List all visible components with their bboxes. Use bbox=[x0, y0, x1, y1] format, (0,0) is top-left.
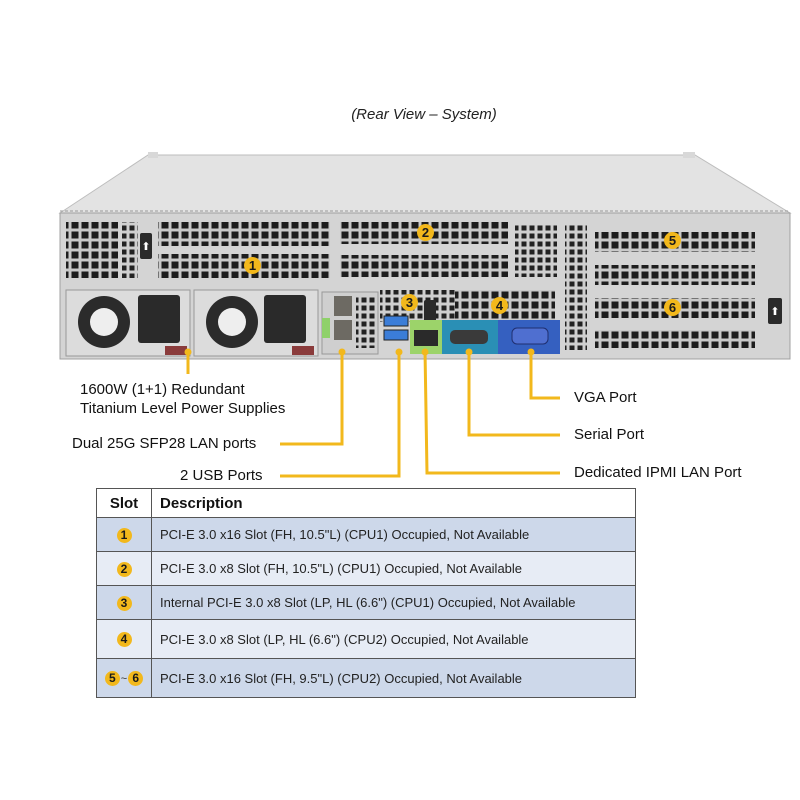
column-header-slot: Slot bbox=[96, 488, 152, 518]
sfp28-card bbox=[321, 291, 379, 355]
callout-line-sfp bbox=[280, 352, 344, 446]
table-row: 1 PCI-E 3.0 x16 Slot (FH, 10.5"L) (CPU1)… bbox=[96, 517, 636, 552]
callout-line-vga bbox=[529, 352, 560, 400]
sfp28-port-1[interactable] bbox=[334, 296, 352, 316]
callout-line-ipmi bbox=[423, 349, 560, 475]
table-row: 3 Internal PCI-E 3.0 x8 Slot (LP, HL (6.… bbox=[96, 585, 636, 620]
riser-latch-right[interactable] bbox=[768, 298, 782, 324]
slot-description: PCI-E 3.0 x8 Slot (LP, HL (6.6") (CPU2) … bbox=[151, 619, 636, 659]
callout-sfp: Dual 25G SFP28 LAN ports bbox=[72, 435, 257, 452]
diagram-caption: (Rear View – System) bbox=[351, 106, 497, 123]
ac-inlet-2 bbox=[264, 295, 306, 343]
callout-serial: Serial Port bbox=[574, 426, 645, 443]
serial-port[interactable] bbox=[450, 330, 488, 344]
slot-badge: 2 bbox=[116, 561, 132, 577]
svg-text:⬆: ⬆ bbox=[141, 241, 150, 253]
column-header-description: Description bbox=[151, 488, 636, 518]
svg-text:⬆: ⬆ bbox=[770, 306, 779, 318]
usb-port-2[interactable] bbox=[383, 329, 409, 341]
slot-description: PCI-E 3.0 x16 Slot (FH, 10.5"L) (CPU1) O… bbox=[151, 517, 636, 552]
vga-port[interactable] bbox=[511, 327, 549, 345]
table-header-row: Slot Description bbox=[96, 488, 636, 518]
usb-port-1[interactable] bbox=[383, 315, 409, 327]
slot-description: Internal PCI-E 3.0 x8 Slot (LP, HL (6.6"… bbox=[151, 585, 636, 620]
slot-badge: 4 bbox=[116, 632, 132, 647]
callout-power-line1: 1600W (1+1) Redundant bbox=[80, 381, 245, 398]
slot-range-separator: ~ bbox=[120, 673, 128, 685]
callout-power-line2: Titanium Level Power Supplies bbox=[80, 400, 286, 417]
callout-vga: VGA Port bbox=[574, 389, 637, 406]
table-row: 5~6 PCI-E 3.0 x16 Slot (FH, 9.5"L) (CPU2… bbox=[96, 658, 636, 698]
power-supply-1 bbox=[65, 289, 191, 357]
slot-marker-5: 5 bbox=[664, 232, 681, 249]
slot-description: PCI-E 3.0 x8 Slot (FH, 10.5"L) (CPU1) Oc… bbox=[151, 551, 636, 586]
psu-release-tab-1[interactable] bbox=[165, 346, 187, 355]
callout-ipmi: Dedicated IPMI LAN Port bbox=[574, 464, 742, 481]
slot-badge: 1 bbox=[116, 527, 132, 543]
table-row: 4 PCI-E 3.0 x8 Slot (LP, HL (6.6") (CPU2… bbox=[96, 619, 636, 659]
table-row: 2 PCI-E 3.0 x8 Slot (FH, 10.5"L) (CPU1) … bbox=[96, 551, 636, 586]
pcie-slot-table: Slot Description 1 PCI-E 3.0 x16 Slot (F… bbox=[96, 488, 636, 698]
psu-release-tab-2[interactable] bbox=[292, 346, 314, 355]
slot-marker-6: 6 bbox=[664, 299, 681, 316]
slot-marker-4: 4 bbox=[491, 297, 508, 314]
slot-badge: 3 bbox=[116, 595, 132, 611]
slot-badge: 5 bbox=[104, 671, 120, 686]
sfp28-port-2[interactable] bbox=[334, 320, 352, 340]
power-supply-2 bbox=[193, 289, 319, 357]
callout-lines bbox=[184, 348, 560, 478]
callout-line-usb bbox=[280, 350, 401, 478]
slot-marker-3: 3 bbox=[401, 294, 418, 311]
slot-description: PCI-E 3.0 x16 Slot (FH, 9.5"L) (CPU2) Oc… bbox=[151, 658, 636, 698]
riser-latch-left[interactable] bbox=[140, 233, 152, 259]
slot-marker-1: 1 bbox=[244, 257, 261, 274]
ipmi-lan-port[interactable] bbox=[414, 330, 438, 346]
callout-usb: 2 USB Ports bbox=[180, 467, 263, 484]
left-vent bbox=[66, 222, 118, 278]
slot-badge: 6 bbox=[128, 671, 144, 686]
callout-line-serial bbox=[467, 350, 560, 437]
slot-marker-2: 2 bbox=[417, 224, 434, 241]
ac-inlet-1 bbox=[138, 295, 180, 343]
